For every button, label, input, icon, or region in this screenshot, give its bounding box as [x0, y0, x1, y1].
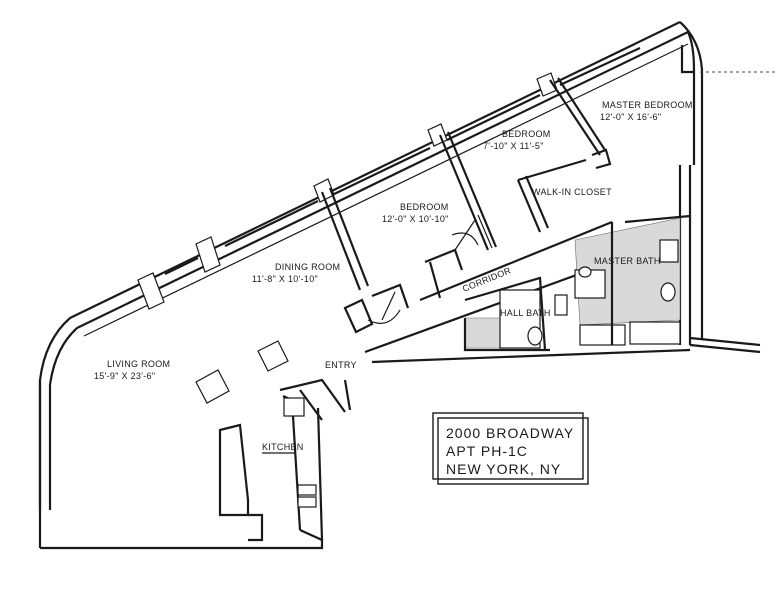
room-label-living-room: LIVING ROOM: [107, 359, 170, 369]
room-size-bedroom-2: 12'-0" X 10'-10": [382, 214, 449, 224]
exterior-wall-curve-left: [38, 317, 78, 548]
interior-walls-bedroom-2: [320, 187, 410, 334]
label-master-bath: MASTER BATH: [594, 256, 661, 266]
address-line-3: NEW YORK, NY: [446, 461, 561, 477]
address-box: 2000 BROADWAY APT PH-1C NEW YORK, NY: [432, 412, 589, 485]
label-kitchen: KITCHEN: [262, 442, 304, 452]
exterior-wall-curve-right: [679, 21, 776, 340]
exterior-wall-right: [678, 165, 761, 354]
exterior-wall-diagonal: [69, 21, 689, 337]
label-hall-bath: HALL BATH: [500, 308, 551, 318]
room-size-living-room: 15'-9" X 23'-6": [94, 371, 155, 381]
interior-walls-bedroom-1: [424, 131, 498, 299]
columns: [137, 72, 558, 404]
address-line-2: APT PH-1C: [446, 443, 528, 459]
room-size-dining-room: 11'-8" X 10'-10": [252, 274, 318, 284]
room-size-master-bedroom: 12'-0" X 16'-6": [600, 112, 661, 122]
interior-walls-master: [516, 77, 612, 233]
kitchen: [40, 378, 352, 550]
room-label-dining-room: DINING ROOM: [275, 262, 340, 272]
room-label-bedroom-1: BEDROOM: [502, 129, 551, 139]
room-size-bedroom-1: 7'-10" X 11'-5": [483, 141, 544, 151]
master-bath: [574, 214, 691, 346]
corridor-walls: [364, 220, 691, 364]
room-label-master-bedroom: MASTER BEDROOM: [602, 100, 693, 110]
room-label-bedroom-2: BEDROOM: [400, 202, 449, 212]
address-line-1: 2000 BROADWAY: [446, 425, 574, 441]
hall-bath: [463, 276, 568, 352]
label-walk-in-closet: WALK-IN CLOSET: [532, 187, 612, 197]
label-entry: ENTRY: [325, 360, 357, 370]
